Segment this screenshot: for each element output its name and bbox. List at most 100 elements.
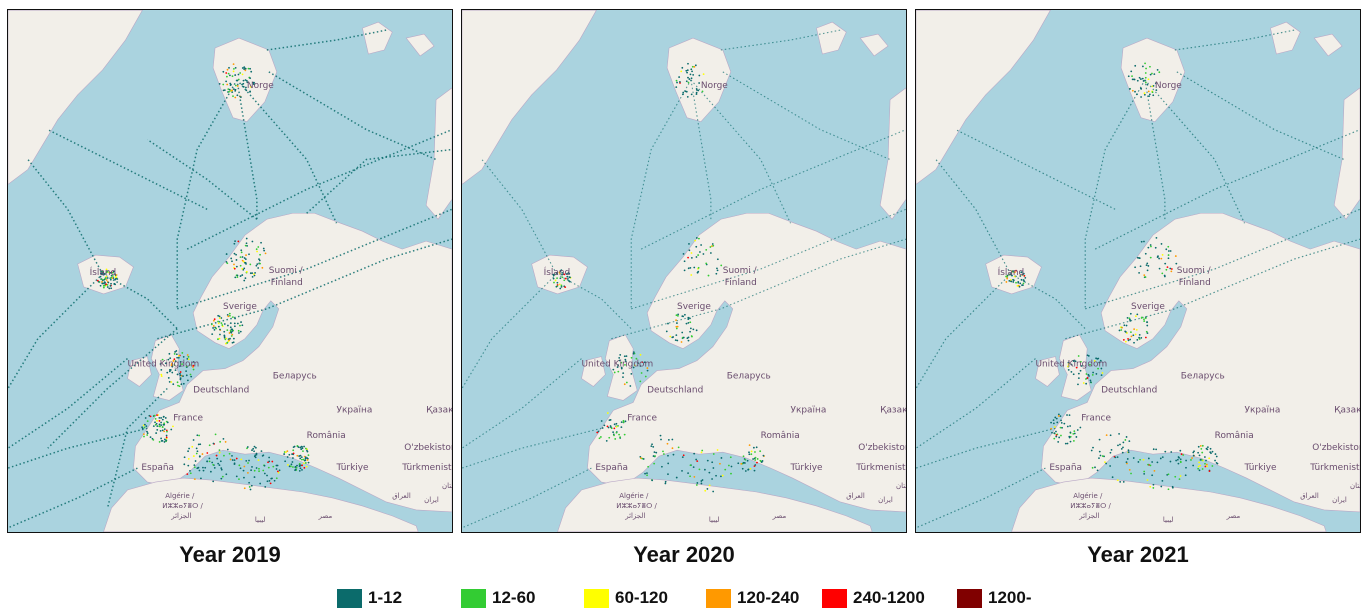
density-dot (560, 285, 563, 288)
density-dot (1054, 416, 1057, 419)
density-dot (253, 450, 255, 453)
land-greenland (916, 10, 1051, 185)
map-label-uzbek: O'zbekiston (858, 443, 906, 453)
density-dot (712, 453, 715, 455)
density-dot (155, 432, 158, 434)
density-dot (1075, 436, 1078, 438)
density-dot (231, 454, 233, 457)
density-dot (251, 240, 254, 243)
density-dot (187, 358, 190, 361)
density-dot (1057, 441, 1060, 443)
density-dot (1070, 363, 1073, 366)
land-greenland (462, 10, 597, 185)
density-dot (1055, 430, 1057, 433)
density-dot (102, 286, 105, 289)
density-dot (301, 469, 303, 471)
density-dot (553, 281, 555, 284)
density-dot (217, 462, 220, 465)
density-dot (232, 95, 234, 98)
density-dot (695, 256, 698, 258)
shipping-route (611, 238, 906, 340)
density-dot (1122, 338, 1125, 341)
density-dot (1055, 417, 1058, 420)
density-dot (664, 482, 667, 485)
density-dot (600, 420, 603, 422)
density-dot (667, 438, 670, 441)
density-dot (1177, 462, 1180, 465)
density-dot (1161, 456, 1164, 459)
density-dot (227, 315, 230, 318)
density-dot (238, 332, 240, 334)
density-dot (1070, 370, 1073, 373)
map-label-france: France (173, 413, 203, 423)
density-dot (224, 441, 227, 443)
density-dot (176, 356, 179, 359)
density-dot (258, 467, 260, 470)
density-dot (249, 77, 252, 80)
density-dot (285, 451, 287, 454)
density-dot (173, 364, 176, 366)
density-dot (231, 89, 233, 92)
density-dot (230, 331, 233, 334)
density-dot (225, 342, 227, 345)
density-dot (232, 88, 235, 91)
density-dot (682, 454, 685, 457)
density-dot (1160, 257, 1163, 260)
density-dot (1158, 267, 1161, 270)
density-dot (755, 446, 758, 449)
density-dot (1197, 465, 1200, 468)
density-dot (617, 425, 619, 427)
density-dot (240, 251, 243, 254)
density-dot (706, 488, 709, 490)
density-dot (686, 71, 688, 74)
density-dot (618, 357, 621, 359)
density-dot (288, 453, 291, 456)
density-dot (1143, 93, 1146, 96)
density-dot (561, 276, 564, 279)
density-dot (730, 465, 733, 468)
density-dot (218, 82, 221, 85)
density-dot (695, 93, 698, 95)
density-dot (103, 278, 106, 281)
density-dot (296, 445, 299, 447)
density-dot (712, 467, 715, 469)
density-dot (253, 273, 255, 275)
density-dot (213, 328, 216, 331)
density-dot (749, 467, 752, 470)
density-dot (716, 449, 719, 451)
map-label-iraq: العراق (846, 492, 865, 500)
density-dot (568, 280, 571, 283)
density-dot (287, 464, 289, 466)
density-dot (307, 461, 310, 464)
density-dot (218, 317, 221, 319)
density-dot (186, 358, 189, 360)
density-dot (564, 286, 567, 289)
map-label-finland: Finland (725, 278, 757, 288)
shipping-route (266, 29, 387, 51)
density-dot (683, 269, 686, 272)
density-dot (193, 466, 196, 469)
density-dot (1147, 463, 1149, 466)
density-dot (268, 479, 271, 482)
density-dot (233, 463, 236, 466)
density-dot (691, 70, 693, 73)
density-dot (680, 70, 683, 73)
density-dot (1140, 240, 1143, 243)
density-dot (1122, 446, 1124, 449)
density-dot (1069, 440, 1072, 443)
density-dot (146, 434, 149, 436)
density-dot (737, 462, 740, 465)
legend-label-5: 240-1200 (853, 588, 925, 607)
density-dot (185, 374, 188, 377)
density-dot (1130, 70, 1133, 73)
density-dot (261, 266, 264, 269)
density-dot (1020, 278, 1023, 281)
density-dot (1008, 279, 1011, 282)
density-dot (1136, 338, 1139, 341)
density-dot (304, 461, 307, 464)
density-dot (216, 457, 219, 460)
density-dot (560, 269, 563, 271)
density-dot (1116, 456, 1119, 459)
density-dot (172, 360, 175, 362)
density-dot (1165, 268, 1168, 271)
